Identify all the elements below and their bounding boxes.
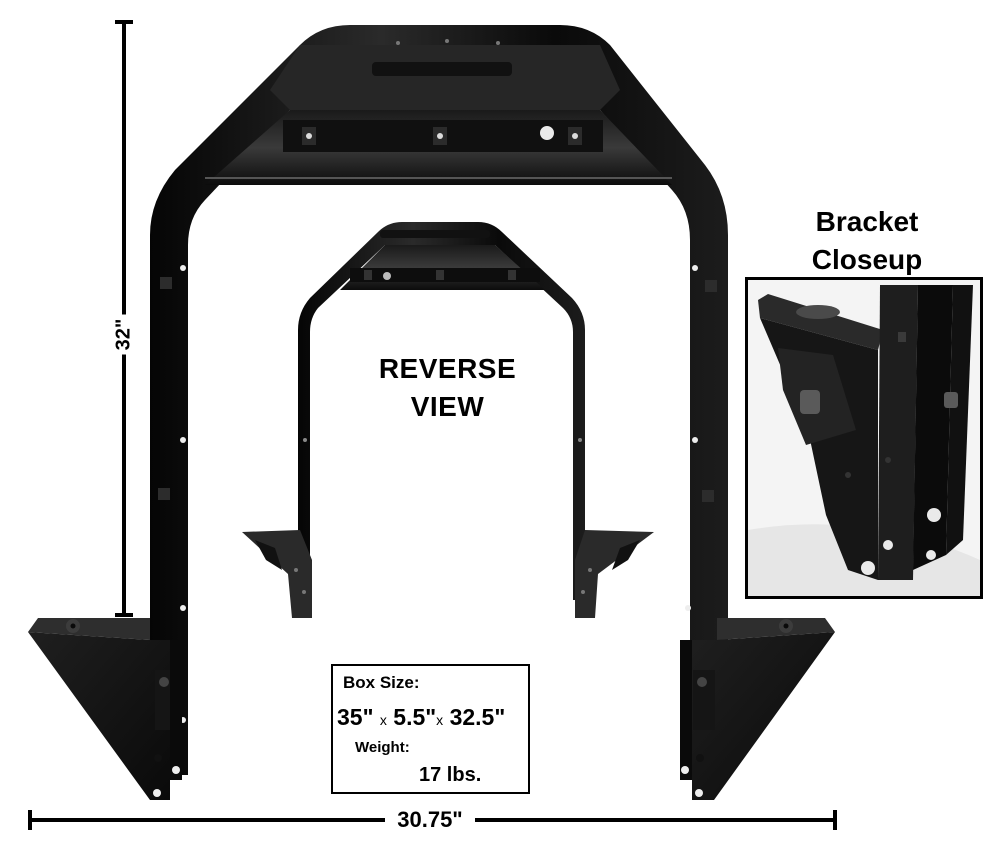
weight-label: Weight: xyxy=(355,739,410,756)
reverse-view-frame xyxy=(242,222,654,618)
bracket-closeup-line1: Bracket xyxy=(815,206,919,237)
height-dimension-label: 32" xyxy=(100,305,148,365)
shipping-info-box: Box Size: 35" x 5.5"x 32.5" Weight: 17 l… xyxy=(331,664,530,794)
box-dim-separator: x xyxy=(436,712,444,728)
bracket-closeup-title: Bracket Closeup xyxy=(752,203,982,279)
left-bracket xyxy=(28,618,182,800)
box-dim-length: 35" xyxy=(337,704,374,730)
bracket-closeup-photo xyxy=(745,277,983,599)
box-dim-separator: x xyxy=(379,712,387,728)
reverse-view-line2: VIEW xyxy=(410,391,485,422)
box-dim-width: 5.5" xyxy=(393,704,437,730)
bracket-closeup-illustration xyxy=(748,280,980,596)
weight-value: 17 lbs. xyxy=(419,764,482,786)
bracket-closeup-line2: Closeup xyxy=(811,244,923,275)
reverse-view-line1: REVERSE xyxy=(378,353,517,384)
box-dim-height: 32.5" xyxy=(449,704,506,730)
width-dimension-label: 30.75" xyxy=(385,807,475,833)
box-size-label: Box Size: xyxy=(343,673,420,692)
right-bracket xyxy=(680,618,835,800)
height-value: 32" xyxy=(112,314,136,355)
main-frame xyxy=(150,25,728,775)
reverse-view-label: REVERSE VIEW xyxy=(360,350,535,426)
box-size-value: 35" x 5.5"x 32.5" xyxy=(337,704,505,731)
